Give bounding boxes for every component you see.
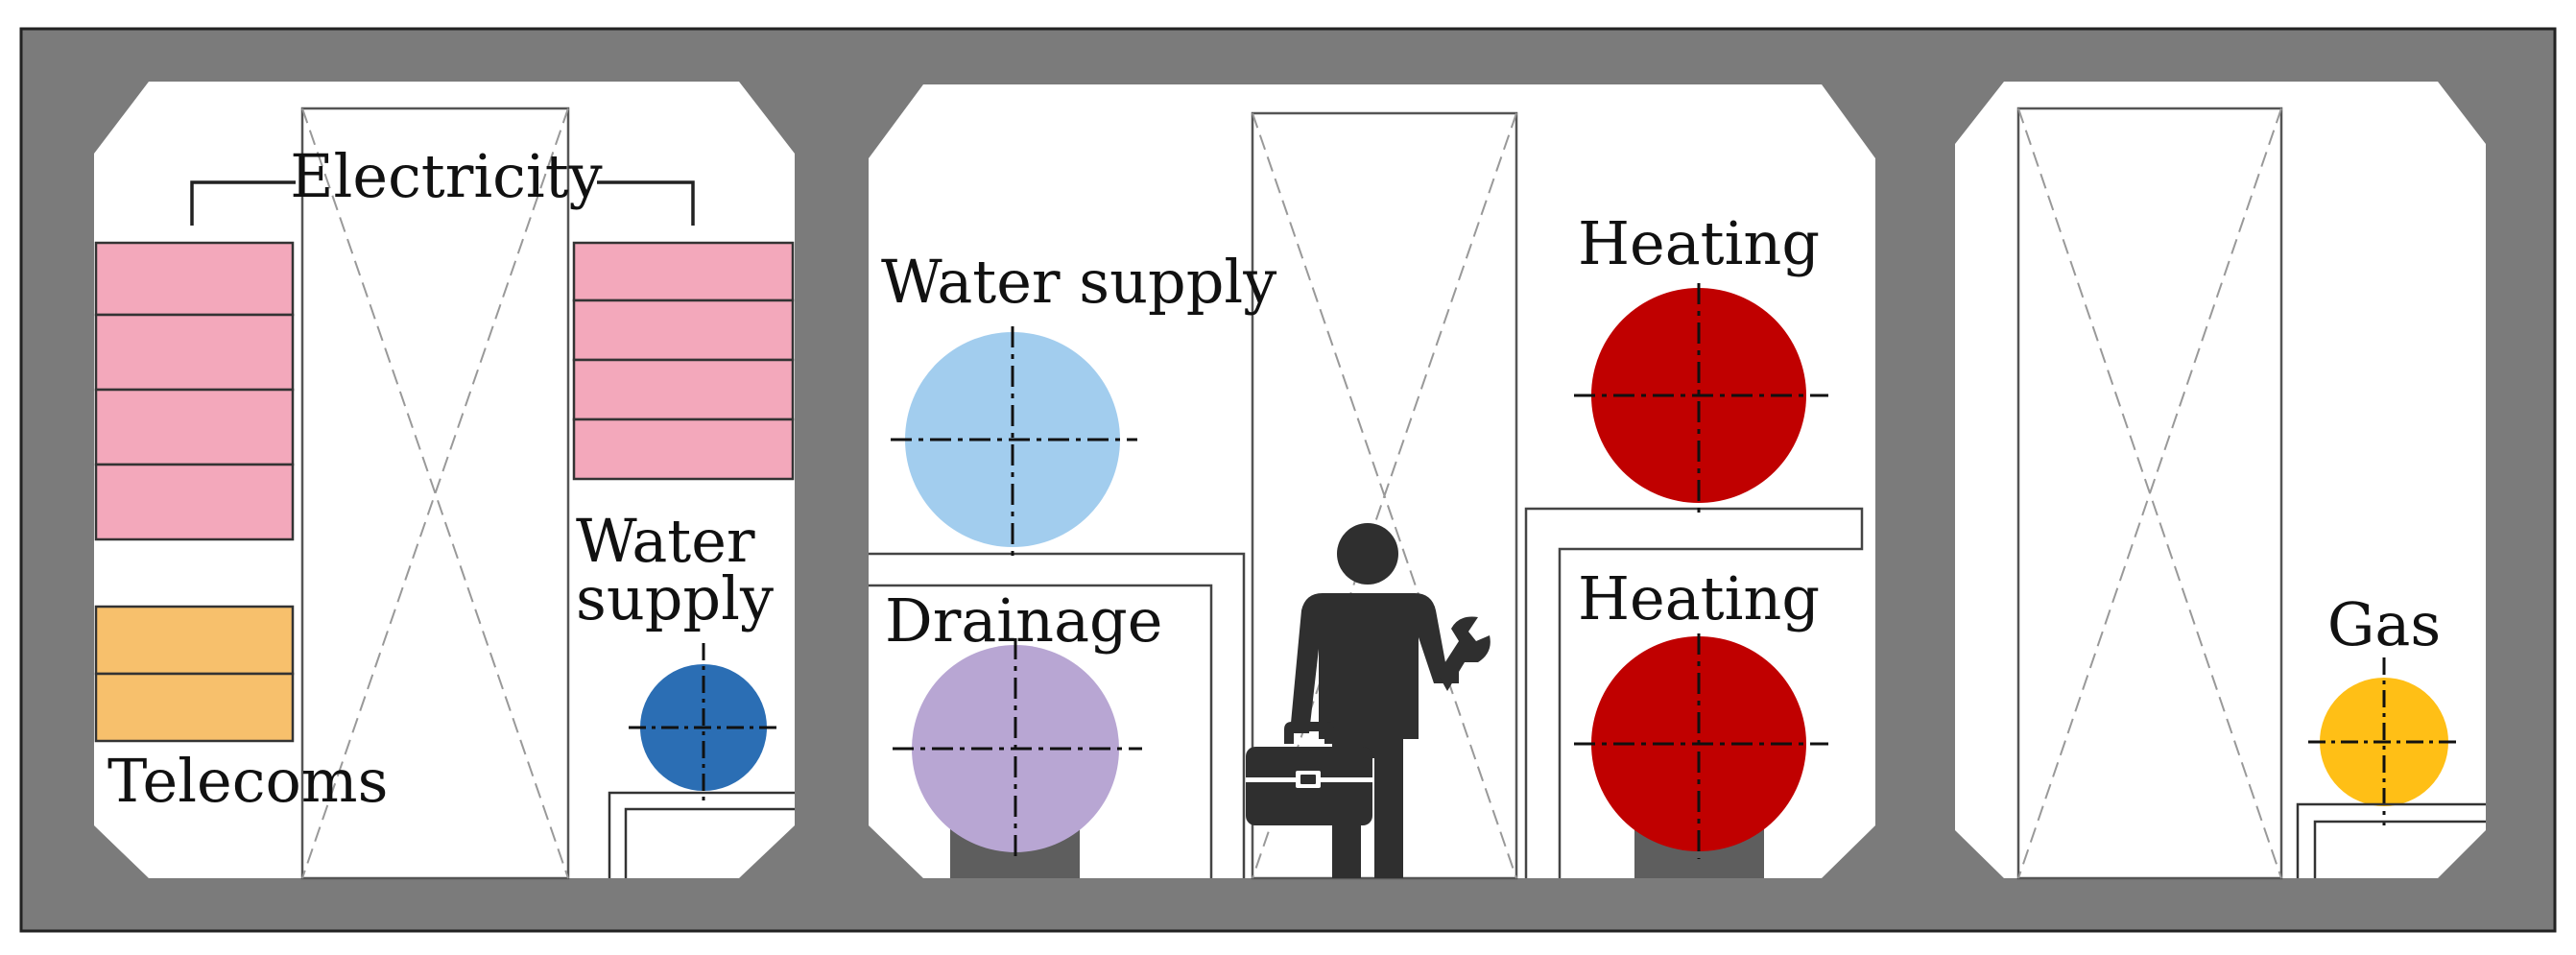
toolbox-icon <box>1246 722 1372 825</box>
left-floor-support-bracket <box>608 791 795 878</box>
electricity-tray <box>94 313 295 392</box>
middle-left-shelf-lower <box>869 584 1213 878</box>
electricity-bracket <box>190 180 695 226</box>
electricity-tray <box>572 358 795 421</box>
electricity-tray <box>572 418 795 481</box>
worker-head <box>1337 523 1398 585</box>
electricity-tray <box>94 241 295 317</box>
water-supply-small-label-line1: Water <box>576 506 755 576</box>
drainage-label: Drainage <box>885 585 1162 656</box>
heating-upper-label: Heating <box>1578 208 1820 278</box>
right-compartment: Gas <box>1955 82 2486 880</box>
gas-label: Gas <box>2327 589 2441 659</box>
telecoms-label: Telecoms <box>107 746 388 816</box>
electricity-tray <box>572 241 795 302</box>
electricity-tray <box>94 463 295 541</box>
electricity-cable-trays-right <box>572 241 795 481</box>
right-compartment-space <box>1955 82 2486 878</box>
telecoms-cable-trays <box>94 605 295 743</box>
water-supply-large-label: Water supply <box>881 247 1276 317</box>
middle-compartment: Water supply Drainage Heating Heating <box>869 84 1875 880</box>
middle-right-shelf-upper <box>1524 507 1864 878</box>
electricity-tray <box>572 298 795 362</box>
electricity-cable-trays-left <box>94 241 295 541</box>
telecoms-tray <box>94 605 295 676</box>
left-walkway-column <box>300 107 570 880</box>
right-floor-support-bracket <box>2296 802 2486 878</box>
left-compartment: Electricity Telecoms Water supply <box>94 82 795 880</box>
electricity-tray <box>94 388 295 466</box>
left-walkway-diagonal <box>301 107 569 879</box>
wrench-icon <box>1438 616 1491 691</box>
middle-left-shelf-upper <box>869 552 1246 878</box>
worker-icon <box>1246 523 1491 878</box>
electricity-label: Electricity <box>290 141 602 211</box>
right-walkway-diagonal <box>2017 107 2282 879</box>
telecoms-tray <box>94 672 295 743</box>
water-supply-small-label-line2: supply <box>576 563 774 633</box>
heating-lower-label: Heating <box>1578 563 1820 633</box>
left-walkway-diagonal <box>301 107 569 879</box>
right-walkway-column <box>2016 107 2283 880</box>
